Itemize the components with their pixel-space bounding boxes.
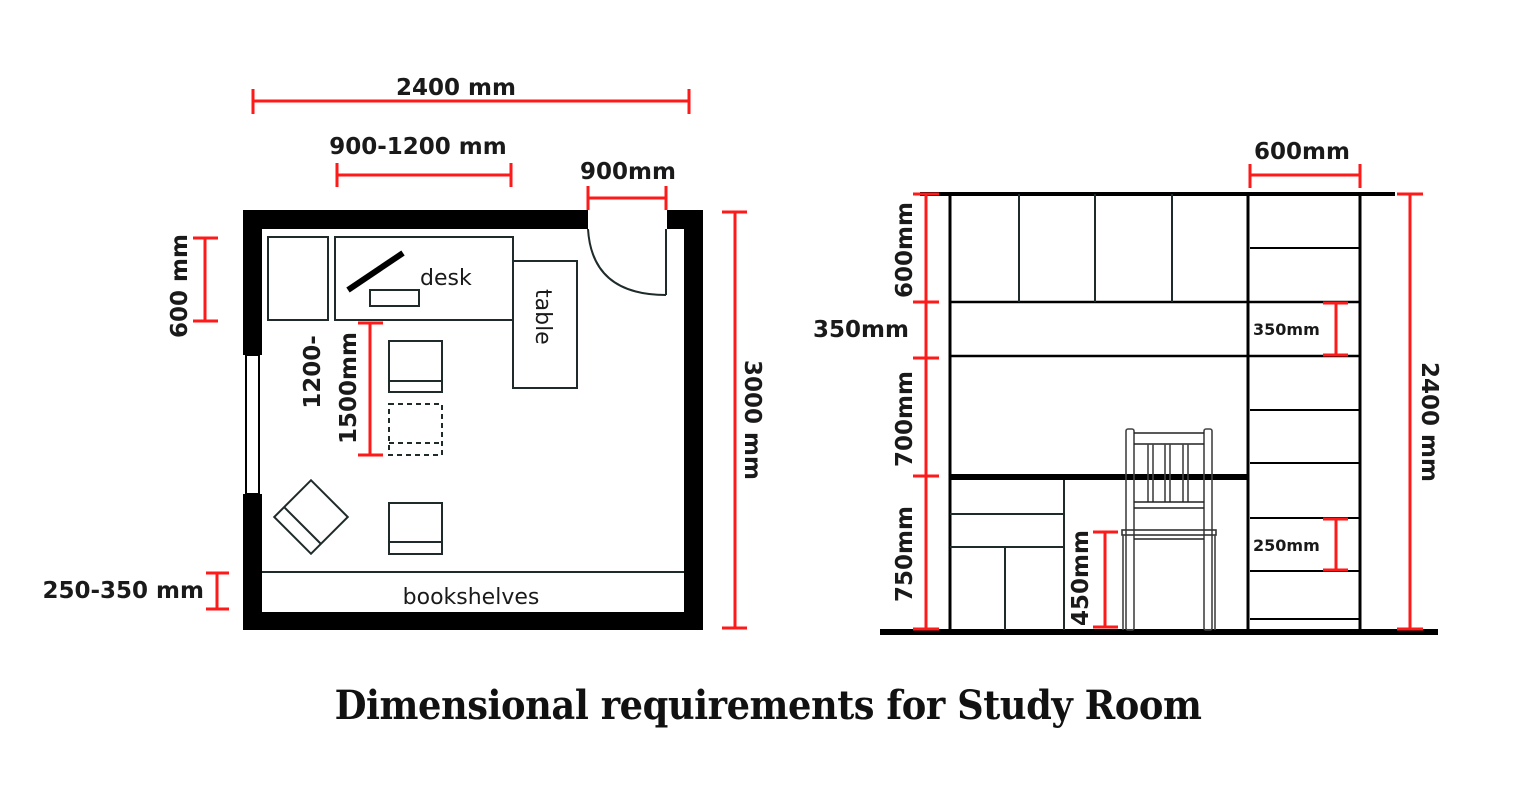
room-length-label: 3000 mm bbox=[739, 360, 765, 480]
door-width-label: 900mm bbox=[580, 159, 676, 185]
cabinet-depth-label: 600 mm bbox=[167, 234, 193, 338]
chair-2 bbox=[388, 502, 443, 555]
desk-width-label: 900-1200 mm bbox=[329, 134, 507, 160]
chair-pulled-out bbox=[388, 403, 443, 456]
work-space-label: 700mm bbox=[892, 371, 918, 467]
clearance-label-line2: 1500mm bbox=[336, 332, 362, 444]
armchair bbox=[272, 478, 350, 556]
door-swing bbox=[587, 228, 667, 296]
cabinet bbox=[267, 236, 329, 321]
keyboard bbox=[369, 289, 420, 307]
elevation: 600mm 600mm 350mm 700mm 750mm 450mm 350m… bbox=[813, 139, 1442, 635]
table bbox=[512, 260, 578, 389]
shelf-unit-width-label: 600mm bbox=[1254, 139, 1350, 165]
total-height-label: 2400 mm bbox=[1416, 362, 1442, 482]
shelf-spacing-upper-label: 350mm bbox=[1253, 320, 1320, 339]
monitor bbox=[346, 250, 405, 293]
elevation-structure bbox=[880, 192, 1438, 635]
furniture bbox=[262, 236, 684, 573]
room-width-label: 2400 mm bbox=[396, 75, 516, 101]
shelf-spacing-lower-label: 250mm bbox=[1253, 536, 1320, 555]
seat-height-label: 450mm bbox=[1068, 530, 1094, 626]
open-shelf-label: 350mm bbox=[813, 317, 909, 343]
bookshelves-label: bookshelves bbox=[403, 585, 540, 610]
floor-plan-dimension-lines bbox=[193, 89, 747, 630]
table-label: table bbox=[530, 289, 555, 345]
window bbox=[245, 354, 260, 495]
elevation-dimension-lines bbox=[913, 164, 1423, 631]
floor-plan: desk table bookshelves bbox=[42, 75, 765, 630]
chair bbox=[388, 340, 443, 393]
shelf-depth-label: 250-350 mm bbox=[42, 578, 204, 604]
diagram-title: Dimensional requirements for Study Room bbox=[334, 682, 1202, 729]
upper-cabinet-label: 600mm bbox=[892, 202, 918, 298]
room-walls bbox=[243, 210, 703, 630]
clearance-label-line1: 1200- bbox=[300, 335, 326, 409]
chair-elevation bbox=[1121, 428, 1217, 631]
desk-height-label: 750mm bbox=[892, 506, 918, 602]
desk-label: desk bbox=[420, 266, 472, 291]
